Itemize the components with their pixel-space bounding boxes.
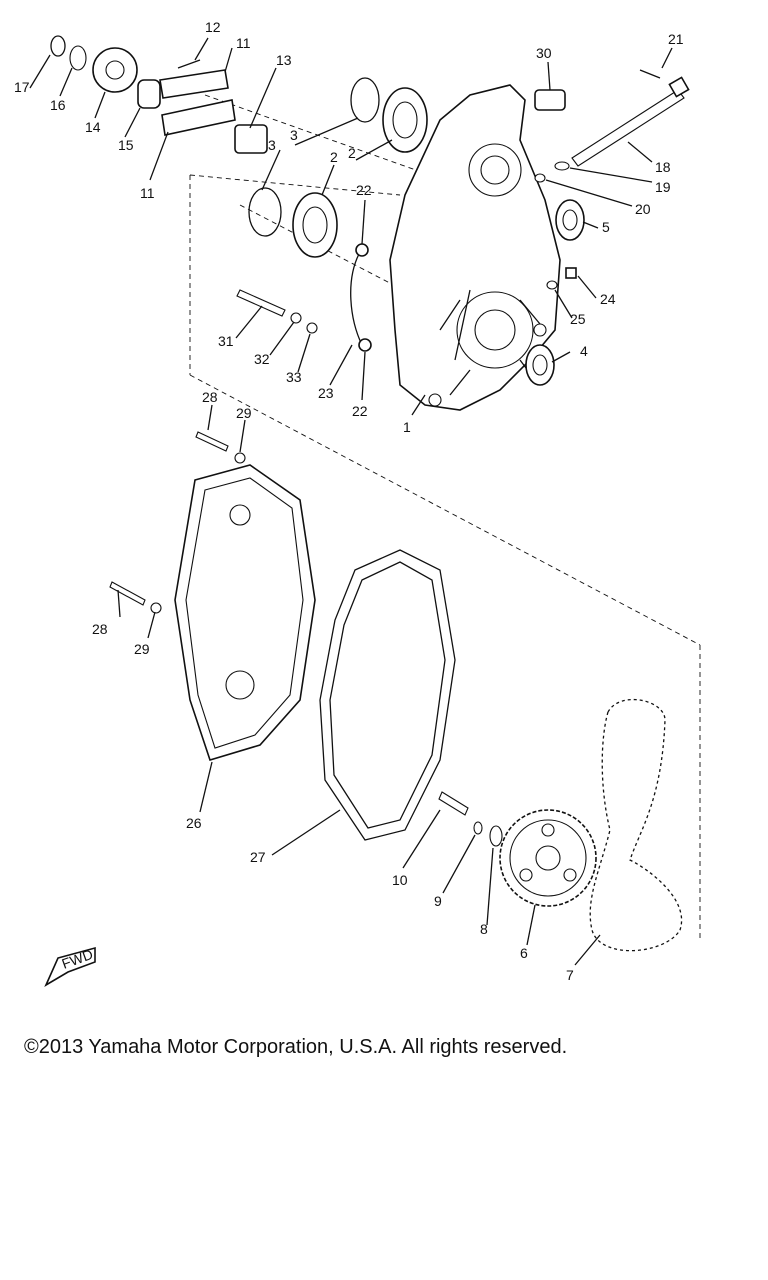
callout-5: 5 <box>602 219 610 235</box>
screw-12 <box>177 59 201 69</box>
callout-12: 12 <box>205 19 221 35</box>
fitting-22-upper <box>355 243 369 257</box>
callout-29-upper: 29 <box>236 405 252 421</box>
callout-14: 14 <box>85 119 101 135</box>
block-13 <box>234 124 268 154</box>
bearing-lower <box>292 192 338 258</box>
sprocket-14 <box>92 47 138 93</box>
plate-11-lower <box>161 99 236 136</box>
circlip-lower <box>248 187 282 237</box>
callout-3-lower: 3 <box>268 137 276 153</box>
callout-28-lower: 28 <box>92 621 108 637</box>
washer-29-lower <box>150 602 162 614</box>
callout-31: 31 <box>218 333 234 349</box>
callout-6: 6 <box>520 945 528 961</box>
pin-21 <box>639 69 661 79</box>
callout-4: 4 <box>580 343 588 359</box>
callout-11-upper: 11 <box>236 35 251 51</box>
callout-28-upper: 28 <box>202 389 218 405</box>
callout-labels: 1 2 2 3 3 4 5 6 7 8 9 10 11 11 12 13 14 … <box>14 19 684 983</box>
callout-8: 8 <box>480 921 488 937</box>
circlip-upper <box>350 77 380 123</box>
bolt-31 <box>236 289 286 317</box>
washer-19 <box>554 161 570 171</box>
bushing-15 <box>137 79 161 109</box>
forward-arrow-icon: FWD <box>44 946 96 987</box>
callout-30: 30 <box>536 45 552 61</box>
oil-seal-5 <box>555 199 585 241</box>
sensor-30 <box>534 89 566 111</box>
copyright-notice: ©2013 Yamaha Motor Corporation, U.S.A. A… <box>24 1036 568 1058</box>
callout-7: 7 <box>566 967 574 983</box>
callout-11-lower: 11 <box>140 185 155 201</box>
drive-chain-7 <box>589 698 683 952</box>
fitting-22-lower <box>358 338 372 352</box>
callout-9: 9 <box>434 893 442 909</box>
sprocket-6 <box>499 809 597 907</box>
washer-29-upper <box>234 452 246 464</box>
callout-1: 1 <box>403 419 411 435</box>
callout-17: 17 <box>14 79 30 95</box>
callout-26: 26 <box>186 815 202 831</box>
washer-33 <box>306 322 318 334</box>
bolt-28-upper <box>195 431 229 452</box>
oil-seal-4 <box>525 344 555 386</box>
long-bolt-18 <box>571 76 690 167</box>
bolt-10 <box>438 791 469 816</box>
washer-9 <box>473 821 483 835</box>
washer-16 <box>69 45 87 71</box>
bolt-24 <box>565 267 577 279</box>
oil-pipe-23 <box>350 251 363 346</box>
bearing-upper <box>382 87 428 153</box>
callout-29-lower: 29 <box>134 641 150 657</box>
callout-23: 23 <box>318 385 334 401</box>
callout-10: 10 <box>392 872 408 888</box>
callout-2-lower: 2 <box>330 149 338 165</box>
callout-32: 32 <box>254 351 270 367</box>
plate-11-upper <box>159 69 229 99</box>
o-ring-20 <box>534 173 546 183</box>
callout-21: 21 <box>668 31 684 47</box>
callout-24: 24 <box>600 291 616 307</box>
washer-25 <box>546 280 558 290</box>
callout-22-lower: 22 <box>352 403 368 419</box>
callout-25: 25 <box>570 311 586 327</box>
callout-3-upper: 3 <box>290 127 298 143</box>
callout-16: 16 <box>50 97 66 113</box>
callout-15: 15 <box>118 137 134 153</box>
callout-22-upper: 22 <box>356 182 372 198</box>
washer-32 <box>290 312 302 324</box>
callout-33: 33 <box>286 369 302 385</box>
callout-13: 13 <box>276 52 292 68</box>
bolt-28-lower <box>109 581 146 606</box>
exploded-parts-diagram: FWD <box>14 19 701 987</box>
drive-housing <box>389 84 561 411</box>
callout-27: 27 <box>250 849 266 865</box>
washer-8 <box>489 825 503 847</box>
callout-19: 19 <box>655 179 671 195</box>
callout-2-upper: 2 <box>348 145 356 161</box>
chain-case-cover <box>174 464 316 761</box>
clip-17 <box>50 35 66 57</box>
callout-18: 18 <box>655 159 671 175</box>
callout-20: 20 <box>635 201 651 217</box>
leader-lines <box>29 37 673 966</box>
gasket-27 <box>319 549 456 841</box>
